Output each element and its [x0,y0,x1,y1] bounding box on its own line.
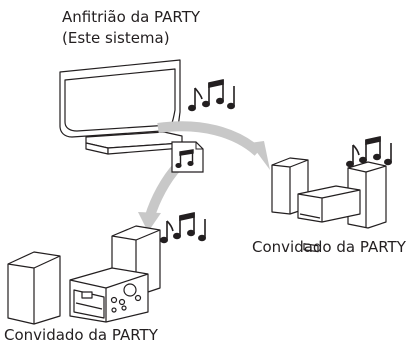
guest-right-label: Convidado da PARTY [252,238,406,256]
music-notes-icon [188,79,236,112]
stream-arrow-to-right-guest [157,121,270,170]
stream-arrow-to-left-guest [138,162,182,232]
guest-left-label: Convidado da PARTY [4,326,158,344]
guest-system-left-illustration [7,225,161,325]
host-subtitle: (Este sistema) [62,29,170,47]
guest-system-right-illustration [271,157,387,253]
host-system-illustration [59,59,183,155]
music-file-icon [171,141,204,173]
host-title: Anfitrião da PARTY [62,8,201,26]
music-notes-icon [160,212,207,244]
music-notes-icon [345,136,392,168]
